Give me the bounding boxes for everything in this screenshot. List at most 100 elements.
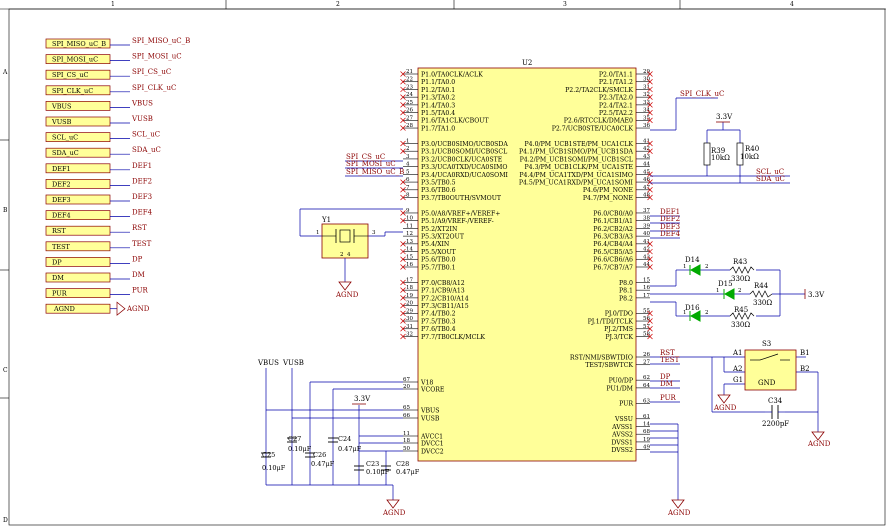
svg-text:66: 66 <box>403 413 410 419</box>
svg-text:DEF1: DEF1 <box>132 162 152 170</box>
svg-text:AVSS2: AVSS2 <box>611 432 633 439</box>
svg-text:16: 16 <box>643 285 650 291</box>
svg-text:0.47μF: 0.47μF <box>311 460 335 468</box>
svg-text:P1.1/TA0.0: P1.1/TA0.0 <box>421 79 455 86</box>
svg-text:P4.0/PM_UCB1STE/PM_UCA1CLK: P4.0/PM_UCB1STE/PM_UCA1CLK <box>525 141 634 148</box>
r43-value: 330Ω <box>731 275 750 283</box>
row-label-c: C <box>3 367 8 374</box>
svg-text:P2.6/RTCCLK/DMAE0: P2.6/RTCCLK/DMAE0 <box>564 118 633 125</box>
svg-text:P7.3/CB11/A15: P7.3/CB11/A15 <box>421 303 469 310</box>
svg-text:P5.7/TB0.1: P5.7/TB0.1 <box>421 264 456 271</box>
u2-pin-p4-2: 43 P4.2/PM_UCB1SOMI/PM_UCB1SCL <box>520 154 651 163</box>
svg-text:17: 17 <box>643 293 650 299</box>
svg-text:29: 29 <box>643 69 650 75</box>
net-v33-a: 3.3V <box>716 113 733 121</box>
svg-text:68: 68 <box>643 429 650 435</box>
net-agnd-vss: AGND <box>667 509 691 517</box>
svg-text:46: 46 <box>643 177 650 183</box>
svg-text:13: 13 <box>406 239 413 245</box>
svg-text:P5.0/A8/VREF+/VEREF+: P5.0/A8/VREF+/VEREF+ <box>421 210 500 217</box>
svg-text:P4.2/PM_UCB1SOMI/PM_UCB1SCL: P4.2/PM_UCB1SOMI/PM_UCB1SCL <box>520 156 633 163</box>
svg-text:15: 15 <box>643 277 650 283</box>
row-label-a: A <box>2 69 8 76</box>
column-label-1: 1 <box>111 1 115 8</box>
d16-pin1: 1 <box>683 310 687 316</box>
svg-text:43: 43 <box>643 154 650 160</box>
vss-wires <box>650 423 679 500</box>
svg-text:P1.0/TA0CLK/ACLK: P1.0/TA0CLK/ACLK <box>421 71 483 78</box>
svg-text:RST: RST <box>132 224 147 232</box>
svg-text:12: 12 <box>406 231 413 237</box>
agnd-symbol-s3 <box>717 394 731 404</box>
svg-text:PUR: PUR <box>132 287 148 295</box>
svg-text:48: 48 <box>643 193 650 199</box>
net-rst: RST <box>660 349 675 357</box>
svg-text:P1.4/TA0.3: P1.4/TA0.3 <box>421 102 455 109</box>
net-scl: SCL_uC <box>756 168 784 176</box>
svg-text:P2.7/UCB0STE/UCA0CLK: P2.7/UCB0STE/UCA0CLK <box>552 125 634 132</box>
svg-text:42: 42 <box>643 247 650 253</box>
svg-text:10: 10 <box>406 216 413 222</box>
svg-text:P6.0/CB0/A0: P6.0/CB0/A0 <box>593 210 633 217</box>
r45-zigzag <box>729 312 755 320</box>
svg-text:RST/NMI/SBWTDIO: RST/NMI/SBWTDIO <box>570 354 633 361</box>
svg-text:P3.6/TB0.6: P3.6/TB0.6 <box>421 187 456 194</box>
svg-text:P4.4/PM_UCA1TXD/PM_UCA1SIMO: P4.4/PM_UCA1TXD/PM_UCA1SIMO <box>519 172 633 179</box>
net-agnd-s3: AGND <box>713 404 737 412</box>
d14-ref: D14 <box>685 256 700 264</box>
svg-text:SPI_CS_uC: SPI_CS_uC <box>52 71 89 79</box>
svg-text:67: 67 <box>403 377 410 383</box>
svg-text:P3.5/TB0.5: P3.5/TB0.5 <box>421 179 456 186</box>
r39-value: 10kΩ <box>711 154 730 162</box>
net-test: TEST <box>660 356 680 364</box>
svg-text:VCORE: VCORE <box>420 386 445 393</box>
svg-text:VUSB: VUSB <box>51 118 72 126</box>
s3-contact <box>750 353 790 361</box>
svg-text:SCL_uC: SCL_uC <box>132 131 160 139</box>
svg-text:P2.3/TA2.0: P2.3/TA2.0 <box>599 95 633 102</box>
svg-text:DEF4: DEF4 <box>52 212 71 220</box>
svg-text:P3.3/UCA0TXD/UCA0SIMO: P3.3/UCA0TXD/UCA0SIMO <box>421 164 507 171</box>
svg-text:19: 19 <box>643 437 650 443</box>
svg-text:P7.7/TB0CLK/MCLK: P7.7/TB0CLK/MCLK <box>421 334 485 341</box>
s3-a1: A1 <box>732 349 743 357</box>
svg-text:44: 44 <box>643 162 650 168</box>
svg-text:P7.2/CB10/A14: P7.2/CB10/A14 <box>421 295 469 302</box>
y1-pin2: 2 <box>340 252 344 258</box>
r40-ref: R40 <box>745 145 759 153</box>
row-label-d: D <box>3 517 8 524</box>
svg-text:VBUS: VBUS <box>420 407 439 414</box>
column-label-3: 3 <box>563 1 567 8</box>
svg-text:36: 36 <box>643 123 650 129</box>
svg-text:0.47μF: 0.47μF <box>338 445 362 453</box>
svg-text:22: 22 <box>406 77 413 83</box>
svg-text:C24: C24 <box>338 435 351 443</box>
r40-value: 10kΩ <box>740 153 759 161</box>
svg-text:PJ.3/TCK: PJ.3/TCK <box>605 334 633 341</box>
svg-text:P2.1/TA1.2: P2.1/TA1.2 <box>599 79 633 86</box>
u2-designator: U2 <box>522 59 532 67</box>
r45-ref: R45 <box>734 306 748 314</box>
net-agnd-y1: AGND <box>335 291 359 299</box>
